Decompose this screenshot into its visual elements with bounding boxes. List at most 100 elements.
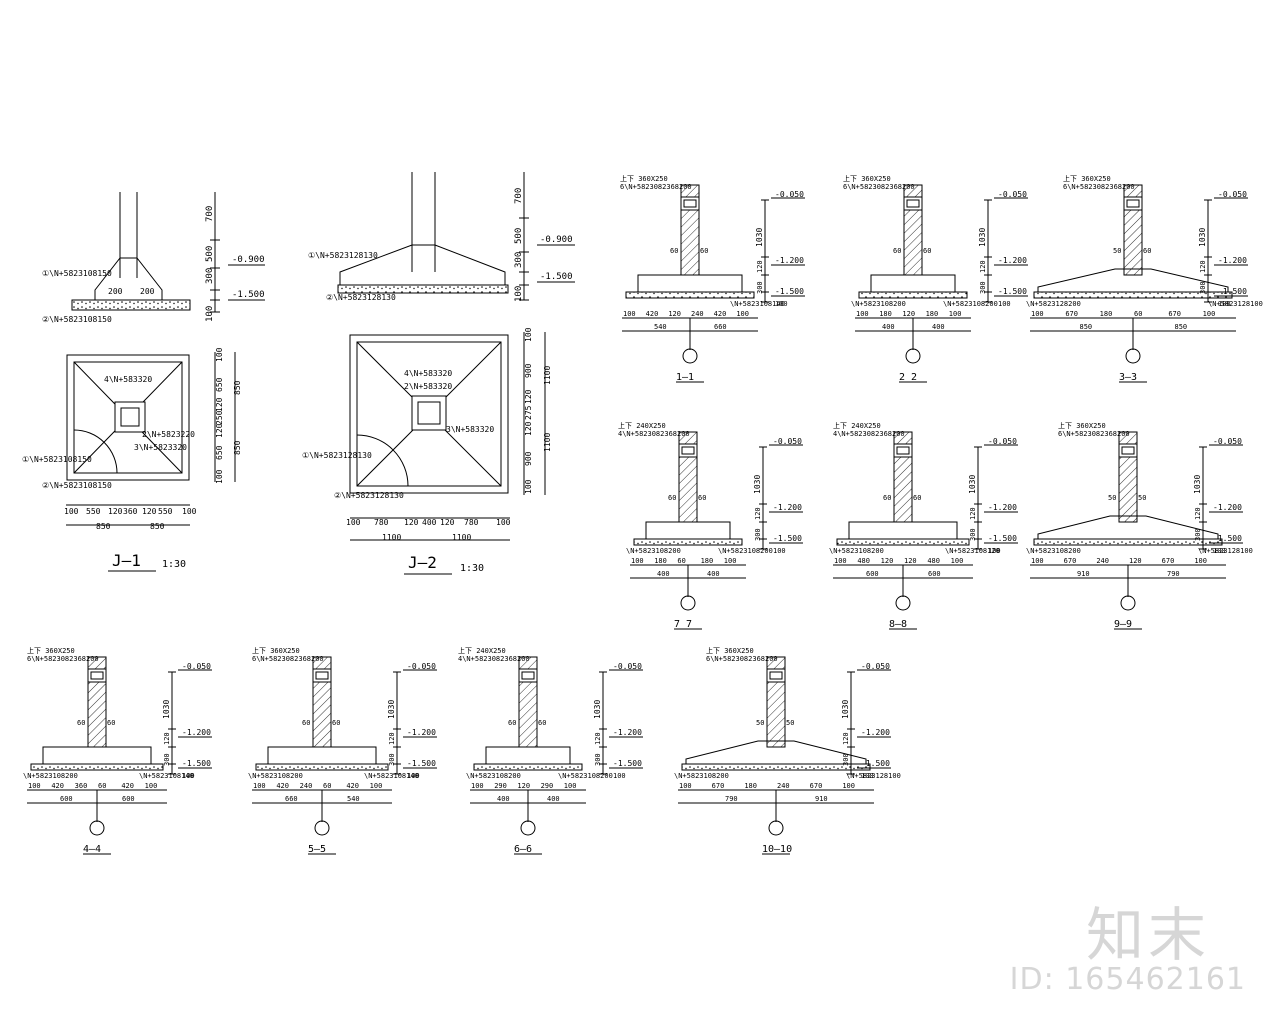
j1-plan-vdim-4: 120 — [215, 423, 224, 438]
vdim-120: 120 — [163, 732, 171, 745]
hdim-2: 120 — [668, 310, 681, 318]
rebar-right-label: \N+5823108140 — [364, 772, 419, 780]
section-title: 9—9 — [1114, 619, 1132, 630]
hdim-1: 670 — [1065, 310, 1078, 318]
level-bot: -1.500 — [407, 759, 436, 768]
j2-plan-view — [349, 332, 546, 541]
vdim-100: 100 — [773, 547, 786, 555]
j2-plan-vdim-4: 120 — [524, 421, 533, 436]
hdim-5: 100 — [736, 310, 749, 318]
section-s4 — [27, 656, 212, 855]
level-bot: -1.500 — [1218, 287, 1247, 296]
watermark-id: ID: 165462161 — [1009, 962, 1246, 997]
j2-plan-vdim-3: 275 — [524, 405, 533, 420]
section-s9-labels: 上下 360X2506\N+5823082368200-0.050-1.200-… — [1026, 421, 1253, 630]
j2-plan-rebar-1: ①\N+5823128130 — [302, 451, 372, 460]
axis-bubble — [89, 820, 105, 836]
section-s8-labels: 上下 240X2504\N+5823082368200-0.050-1.200-… — [829, 421, 1017, 630]
total-left: 600 — [866, 570, 879, 578]
hdim-4: 670 — [1168, 310, 1181, 318]
section-s2-labels: 上下 360X2506\N+5823082368200-0.050-1.200-… — [843, 174, 1027, 383]
vdim-300: 300 — [1194, 528, 1202, 541]
total-right: 600 — [122, 795, 135, 803]
j1-rebar-top-label: ①\N+5823108150 — [42, 269, 112, 278]
j2-plan-hdim-5: 780 — [464, 518, 479, 527]
hdim-4: 100 — [949, 310, 962, 318]
j1-plan-hdim-0: 100 — [64, 507, 79, 516]
total-right: 400 — [707, 570, 720, 578]
level-top: -0.050 — [775, 190, 804, 199]
vdim-120: 120 — [842, 732, 850, 745]
annot-right: 60 — [538, 719, 546, 727]
section-title: 5—5 — [308, 844, 326, 855]
hdim-4: 100 — [724, 557, 737, 565]
level-mid: -1.200 — [861, 728, 890, 737]
j1-plan-vdim-1: 650 — [215, 377, 224, 392]
hdim-5: 100 — [842, 782, 855, 790]
hdim-2: 180 — [1100, 310, 1113, 318]
section-s10 — [678, 656, 891, 855]
annot-right: 60 — [1143, 247, 1151, 255]
annot-left: 50 — [1113, 247, 1121, 255]
section-title: 6—6 — [514, 844, 532, 855]
level-top: -0.050 — [613, 662, 642, 671]
rebar-left-label: \N+5823108200 — [248, 772, 303, 780]
j1-plan-hdim-1: 550 — [86, 507, 101, 516]
total-right: 660 — [714, 323, 727, 331]
section-s6 — [470, 656, 643, 855]
level-mid: -1.200 — [407, 728, 436, 737]
vdim-300: 300 — [969, 528, 977, 541]
hdim-3: 290 — [541, 782, 554, 790]
annot-right: 60 — [107, 719, 115, 727]
vdim-100: 100 — [613, 772, 626, 780]
gravel-bed — [255, 763, 389, 771]
level-mid: -1.200 — [988, 503, 1017, 512]
section-s7-labels: 上下 240X2504\N+5823082368200-0.050-1.200-… — [618, 421, 802, 630]
hdim-5: 100 — [370, 782, 383, 790]
beam-rebar-label: 6\N+5823082368200 — [1058, 430, 1130, 438]
j2-title: J—2 — [408, 553, 437, 572]
j2-plan-total-right: 1100 — [452, 533, 471, 542]
annot-right: 60 — [332, 719, 340, 727]
beam-size-label: 上下 360X250 — [27, 646, 75, 655]
gravel-bed — [836, 538, 970, 546]
gravel-bed — [30, 763, 164, 771]
rebar-left-label: \N+5823108200 — [23, 772, 78, 780]
j1-elev-dim-100: 100 — [205, 306, 215, 322]
j1-plan-hdim-2: 120 — [108, 507, 123, 516]
total-right: 910 — [815, 795, 828, 803]
section-s8 — [833, 431, 1018, 630]
rebar-right-label: \N+5823108200 — [558, 772, 613, 780]
j2-scale: 1:30 — [460, 563, 484, 574]
column-outline — [1118, 431, 1138, 523]
hdim-1: 180 — [879, 310, 892, 318]
vdim-1030: 1030 — [162, 700, 171, 719]
hdim-2: 240 — [300, 782, 313, 790]
total-left: 400 — [882, 323, 895, 331]
axis-bubble — [682, 348, 698, 364]
vdim-1030: 1030 — [387, 700, 396, 719]
column-outline — [766, 656, 786, 748]
watermark-logo: 知末 — [1085, 901, 1210, 969]
hdim-3: 60 — [1134, 310, 1142, 318]
j1-elevation — [71, 192, 265, 313]
level-top: -0.050 — [988, 437, 1017, 446]
hdim-4: 100 — [564, 782, 577, 790]
beam-rebar-label: 6\N+5823082368200 — [620, 183, 692, 191]
j1-plan-note-4: 4\N+583320 — [104, 375, 152, 384]
vdim-100: 100 — [182, 772, 195, 780]
j2-plan-hdim-0: 100 — [346, 518, 361, 527]
vdim-100: 100 — [775, 300, 788, 308]
section-title: 2 2 — [899, 372, 917, 383]
level-bot: -1.500 — [998, 287, 1027, 296]
footing-pad — [42, 746, 152, 765]
beam-size-label: 上下 360X250 — [706, 646, 754, 655]
vdim-1030: 1030 — [978, 228, 987, 247]
rebar-right-label: \N+5823108200 — [718, 547, 773, 555]
hdim-3: 240 — [691, 310, 704, 318]
vdim-120: 120 — [979, 260, 987, 273]
total-left: 600 — [60, 795, 73, 803]
vdim-1030: 1030 — [1193, 475, 1202, 494]
axis-bubble — [768, 820, 784, 836]
